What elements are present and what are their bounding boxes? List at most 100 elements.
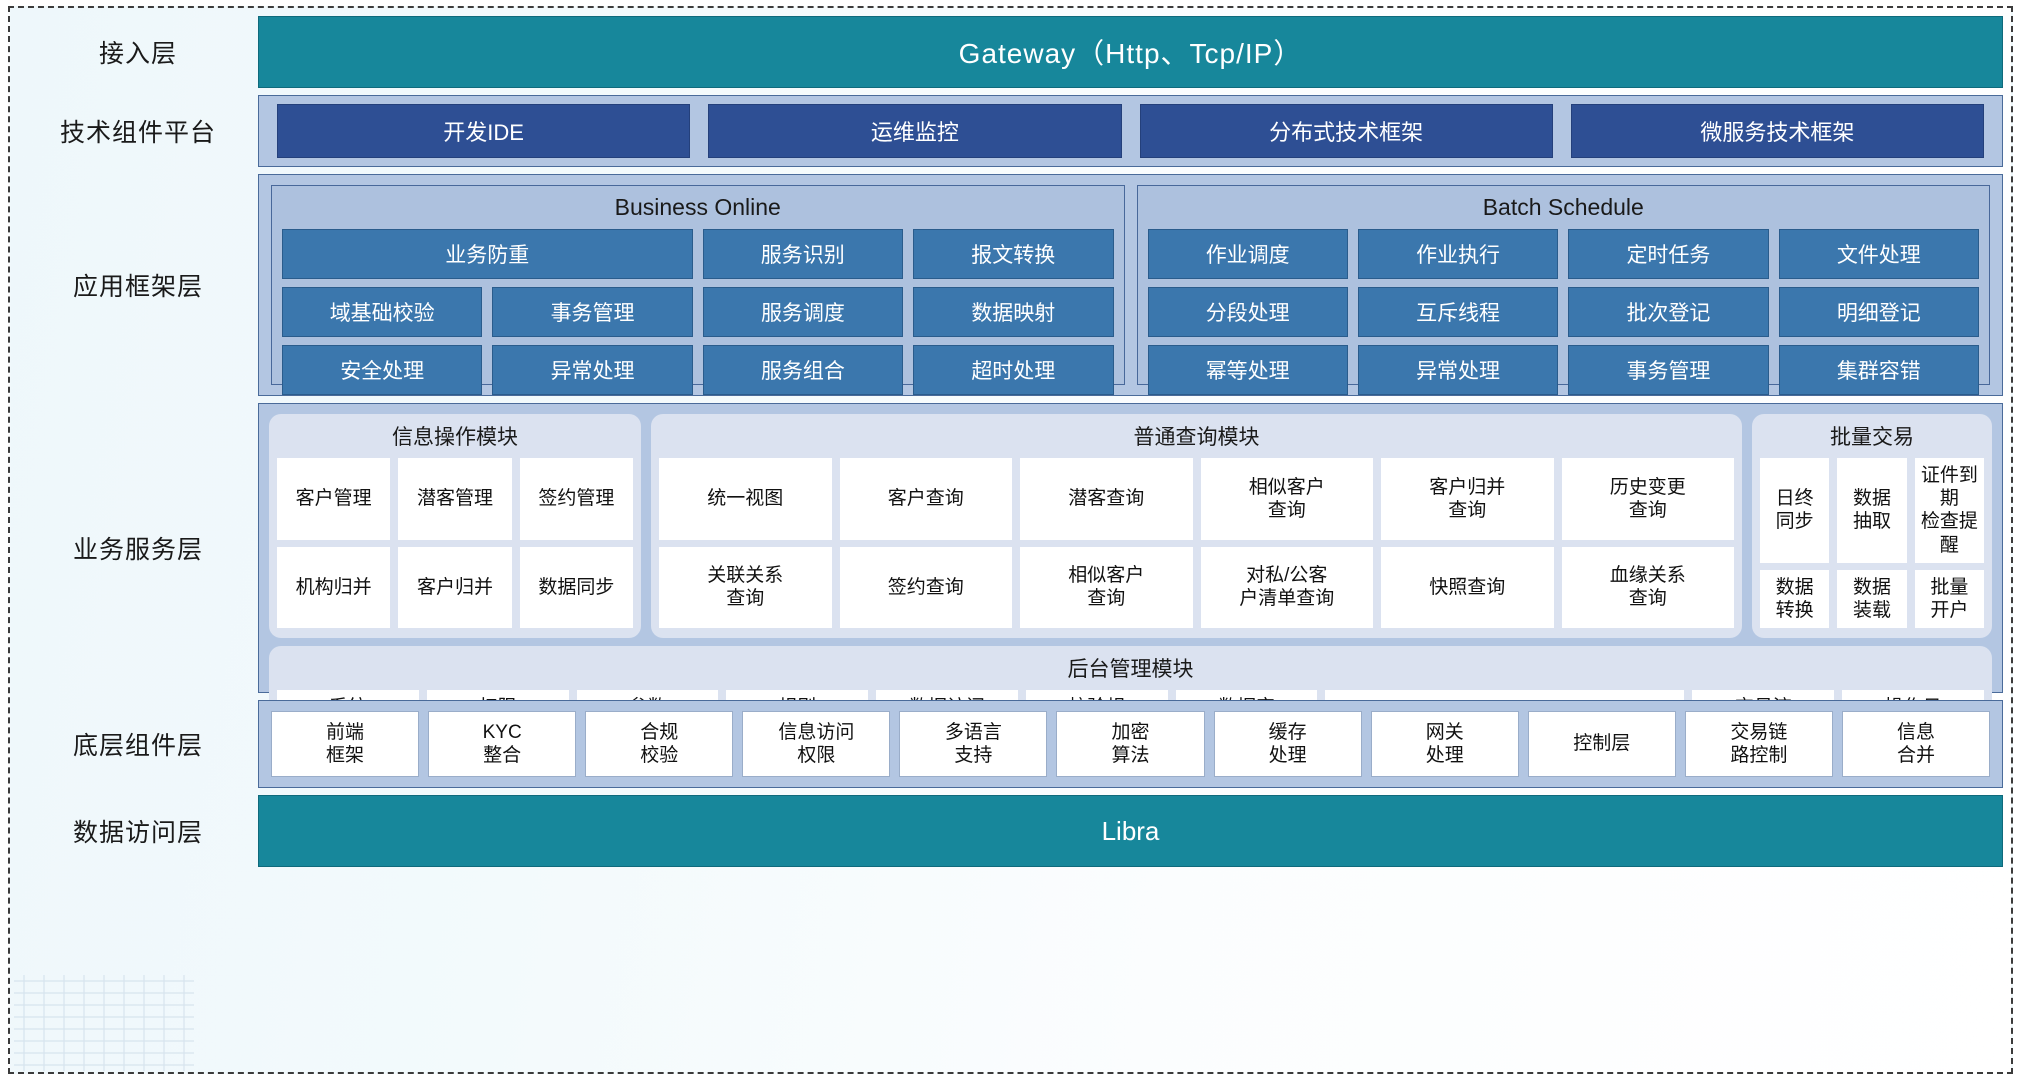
layer-data-access: 数据访问层 Libra <box>18 795 2003 867</box>
biz-cell-customer-merge-query[interactable]: 客户归并 查询 <box>1381 458 1554 540</box>
framework-row: 作业调度 作业执行 定时任务 文件处理 <box>1147 229 1979 279</box>
app-framework-panel: Business Online 业务防重 服务识别 报文转换 域基础校验 事务管… <box>258 174 2003 396</box>
biz-row: 机构归并 客户归并 数据同步 <box>277 546 633 629</box>
tech-platform-panel: 开发IDE 运维监控 分布式技术框架 微服务技术框架 <box>258 95 2003 167</box>
biz-cell-customer-query[interactable]: 客户查询 <box>839 458 1012 540</box>
fw-cell-job-schedule[interactable]: 作业调度 <box>1147 229 1348 279</box>
fw-cell-detail-register[interactable]: 明细登记 <box>1778 287 1979 337</box>
comp-cell-info-merge[interactable]: 信息 合并 <box>1841 711 1991 777</box>
biz-cell-data-load[interactable]: 数据 装载 <box>1837 569 1907 629</box>
layer-label-access: 接入层 <box>98 40 177 68</box>
framework-group-batch-schedule: Batch Schedule 作业调度 作业执行 定时任务 文件处理 分段处理 … <box>1136 185 1990 395</box>
layer-tech-platform: 技术组件平台 开发IDE 运维监控 分布式技术框架 微服务技术框架 <box>18 95 2003 167</box>
biz-cell-bloodline-relation-query[interactable]: 血缘关系 查询 <box>1561 546 1734 629</box>
layer-body-tech-platform: 开发IDE 运维监控 分布式技术框架 微服务技术框架 <box>258 95 2003 167</box>
biz-group-title: 普通查询模块 <box>1133 426 1260 449</box>
fw-cell-data-mapping[interactable]: 数据映射 <box>913 287 1114 337</box>
comp-cell-gateway-handling[interactable]: 网关 处理 <box>1370 711 1519 777</box>
biz-cell-contract-query[interactable]: 签约查询 <box>839 546 1012 629</box>
comp-cell-frontend-framework[interactable]: 前端 框架 <box>271 711 420 777</box>
fw-cell-domain-validate[interactable]: 域基础校验 <box>282 287 483 337</box>
comp-cell-multilanguage-support[interactable]: 多语言 支持 <box>899 711 1048 777</box>
layer-stack: 接入层 Gateway（Http、Tcp/IP） 技术组件平台 开发IDE 运维… <box>18 16 2003 1066</box>
base-components-panel: 前端 框架 KYC 整合 合规 校验 信息访问 权限 多语言 支持 加密 算法 … <box>258 700 2003 788</box>
biz-cell-similar-customer-query-2[interactable]: 相似客户 查询 <box>1020 546 1193 629</box>
layer-access: 接入层 Gateway（Http、Tcp/IP） <box>18 16 2003 88</box>
fw-cell-security-handle[interactable]: 安全处理 <box>282 345 483 395</box>
biz-group-info-operations: 信息操作模块 客户管理 潜客管理 签约管理 机构归并 客户归并 <box>269 414 641 639</box>
biz-cell-contract-mgmt[interactable]: 签约管理 <box>519 458 633 540</box>
fw-cell-batch-register[interactable]: 批次登记 <box>1568 287 1769 337</box>
fw-cell-message-transform[interactable]: 报文转换 <box>913 229 1114 279</box>
gateway-bar[interactable]: Gateway（Http、Tcp/IP） <box>258 16 2003 88</box>
tech-button-microservice-framework[interactable]: 微服务技术框架 <box>1570 104 1984 158</box>
fw-cell-job-execute[interactable]: 作业执行 <box>1357 229 1559 279</box>
biz-cell-snapshot-query[interactable]: 快照查询 <box>1381 546 1554 629</box>
fw-cell-business-dedup[interactable]: 业务防重 <box>282 229 693 279</box>
comp-cell-compliance-check[interactable]: 合规 校验 <box>585 711 734 777</box>
fw-cell-batch-exception-handle[interactable]: 异常处理 <box>1357 345 1559 395</box>
biz-cell-customer-merge[interactable]: 客户归并 <box>398 546 512 629</box>
layer-label-data-access: 数据访问层 <box>72 819 203 847</box>
comp-cell-cache-handling[interactable]: 缓存 处理 <box>1213 711 1362 777</box>
biz-cell-eod-sync[interactable]: 日终 同步 <box>1760 458 1830 563</box>
biz-cell-data-sync[interactable]: 数据同步 <box>519 546 633 629</box>
comp-cell-control-layer[interactable]: 控制层 <box>1527 711 1676 777</box>
comp-cell-encryption-algorithm[interactable]: 加密 算法 <box>1056 711 1205 777</box>
biz-cell-unified-view[interactable]: 统一视图 <box>659 458 832 540</box>
corner-decoration <box>14 975 194 1071</box>
biz-cell-prospect-query[interactable]: 潜客查询 <box>1020 458 1193 540</box>
biz-cell-customer-mgmt[interactable]: 客户管理 <box>277 458 391 540</box>
fw-cell-service-dispatch[interactable]: 服务调度 <box>702 287 904 337</box>
libra-bar[interactable]: Libra <box>258 795 2003 867</box>
biz-cell-relation-query[interactable]: 关联关系 查询 <box>659 546 832 629</box>
fw-cell-segment-process[interactable]: 分段处理 <box>1147 287 1348 337</box>
framework-row: 分段处理 互斥线程 批次登记 明细登记 <box>1147 287 1979 337</box>
biz-cell-batch-account-open[interactable]: 批量 开户 <box>1914 569 1984 629</box>
biz-row: 日终 同步 数据 抽取 证件到期 检查提醒 <box>1760 458 1984 563</box>
comp-cell-kyc-integration[interactable]: KYC 整合 <box>428 711 577 777</box>
biz-row: 统一视图 客户查询 潜客查询 相似客户 查询 客户归并 查询 历史变更 查询 <box>659 458 1734 540</box>
biz-cell-private-public-customer-list-query[interactable]: 对私/公客 户清单查询 <box>1200 546 1373 629</box>
layer-body-base-components: 前端 框架 KYC 整合 合规 校验 信息访问 权限 多语言 支持 加密 算法 … <box>258 700 2003 788</box>
biz-cell-certificate-expiry-reminder[interactable]: 证件到期 检查提醒 <box>1914 458 1984 563</box>
biz-row: 关联关系 查询 签约查询 相似客户 查询 对私/公客 户清单查询 快照查询 血缘… <box>659 546 1734 629</box>
fw-cell-cluster-fault-tolerance[interactable]: 集群容错 <box>1778 345 1979 395</box>
biz-cell-prospect-mgmt[interactable]: 潜客管理 <box>398 458 512 540</box>
biz-grid: 客户管理 潜客管理 签约管理 机构归并 客户归并 数据同步 <box>277 458 633 629</box>
biz-row: 客户管理 潜客管理 签约管理 <box>277 458 633 540</box>
fw-cell-idempotent-handle[interactable]: 幂等处理 <box>1147 345 1348 395</box>
fw-cell-service-identify[interactable]: 服务识别 <box>702 229 904 279</box>
fw-cell-batch-transaction-mgmt[interactable]: 事务管理 <box>1568 345 1769 395</box>
framework-group-title: Batch Schedule <box>1482 194 1644 220</box>
tech-button-ide[interactable]: 开发IDE <box>277 104 691 158</box>
biz-cell-history-change-query[interactable]: 历史变更 查询 <box>1561 458 1734 540</box>
framework-row: 业务防重 服务识别 报文转换 <box>282 229 1114 279</box>
fw-cell-service-compose[interactable]: 服务组合 <box>702 345 904 395</box>
fw-cell-timed-task[interactable]: 定时任务 <box>1568 229 1769 279</box>
tech-button-ops-monitor[interactable]: 运维监控 <box>708 104 1122 158</box>
framework-group-title: Business Online <box>614 194 781 220</box>
framework-grid: 业务防重 服务识别 报文转换 域基础校验 事务管理 服务调度 数据映射 <box>282 229 1114 395</box>
layer-body-data-access: Libra <box>258 795 2003 867</box>
comp-cell-info-access-permission[interactable]: 信息访问 权限 <box>742 711 891 777</box>
biz-cell-similar-customer-query[interactable]: 相似客户 查询 <box>1200 458 1373 540</box>
biz-group-title: 批量交易 <box>1830 426 1914 449</box>
biz-grid: 日终 同步 数据 抽取 证件到期 检查提醒 数据 转换 数据 装载 批量 开户 <box>1760 458 1984 629</box>
biz-grid: 统一视图 客户查询 潜客查询 相似客户 查询 客户归并 查询 历史变更 查询 关… <box>659 458 1734 629</box>
layer-body-app-framework: Business Online 业务防重 服务识别 报文转换 域基础校验 事务管… <box>258 174 2003 396</box>
fw-cell-transaction-mgmt[interactable]: 事务管理 <box>492 287 693 337</box>
tech-button-distributed-framework[interactable]: 分布式技术框架 <box>1139 104 1553 158</box>
layer-label-tech-platform: 技术组件平台 <box>59 119 216 147</box>
biz-group-title: 信息操作模块 <box>392 426 518 449</box>
comp-cell-transaction-chain-control[interactable]: 交易链 路控制 <box>1684 711 1833 777</box>
fw-cell-file-process[interactable]: 文件处理 <box>1778 229 1979 279</box>
fw-cell-timeout-handle[interactable]: 超时处理 <box>913 345 1114 395</box>
fw-cell-mutex-thread[interactable]: 互斥线程 <box>1357 287 1559 337</box>
biz-group-batch-transaction: 批量交易 日终 同步 数据 抽取 证件到期 检查提醒 数据 转换 数据 装载 <box>1752 414 1992 639</box>
fw-cell-exception-handle[interactable]: 异常处理 <box>492 345 693 395</box>
layer-business-service: 业务服务层 信息操作模块 客户管理 潜客管理 签约管理 <box>18 403 2003 759</box>
biz-cell-data-extract[interactable]: 数据 抽取 <box>1837 458 1907 563</box>
biz-cell-data-transform[interactable]: 数据 转换 <box>1760 569 1830 629</box>
biz-cell-org-merge[interactable]: 机构归并 <box>277 546 391 629</box>
